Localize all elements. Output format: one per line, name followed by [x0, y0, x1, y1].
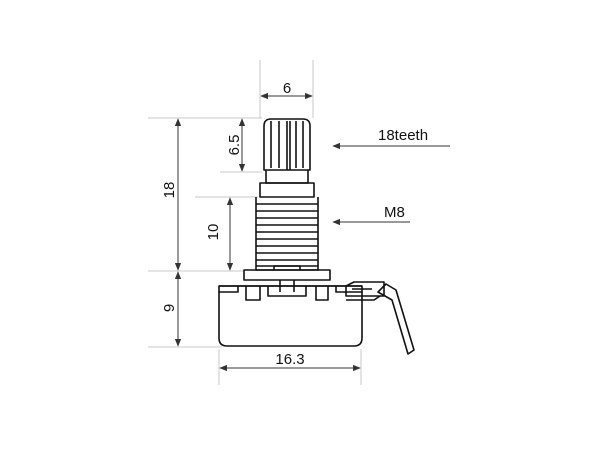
solder-terminal: [345, 281, 415, 355]
callout-knurl-teeth: 18teeth: [378, 127, 428, 144]
callouts: 18teeth M8: [332, 127, 450, 226]
mounting-lug: [273, 265, 301, 270]
dimension-lines: [174, 92, 361, 372]
label-shaft-width: 6: [283, 80, 291, 97]
thread-collar: [259, 182, 315, 198]
mounting-base: [243, 269, 331, 281]
potentiometer-drawing: [218, 118, 415, 355]
threaded-bushing: [255, 197, 319, 271]
label-body-height: 9: [161, 304, 178, 312]
label-total-height: 18: [161, 182, 178, 199]
extension-lines: [148, 60, 362, 385]
shaft-neck: [265, 170, 309, 184]
knurled-shaft: [263, 118, 311, 171]
label-knurl-height: 6.5: [226, 135, 243, 156]
top-cover: [218, 285, 363, 301]
callout-thread-size: M8: [384, 204, 405, 221]
label-body-width: 16.3: [275, 351, 304, 368]
dimension-labels: 6 6.5 18 10 9 16.3: [161, 80, 305, 368]
label-thread-length: 10: [205, 224, 222, 241]
body-can: [218, 292, 363, 347]
